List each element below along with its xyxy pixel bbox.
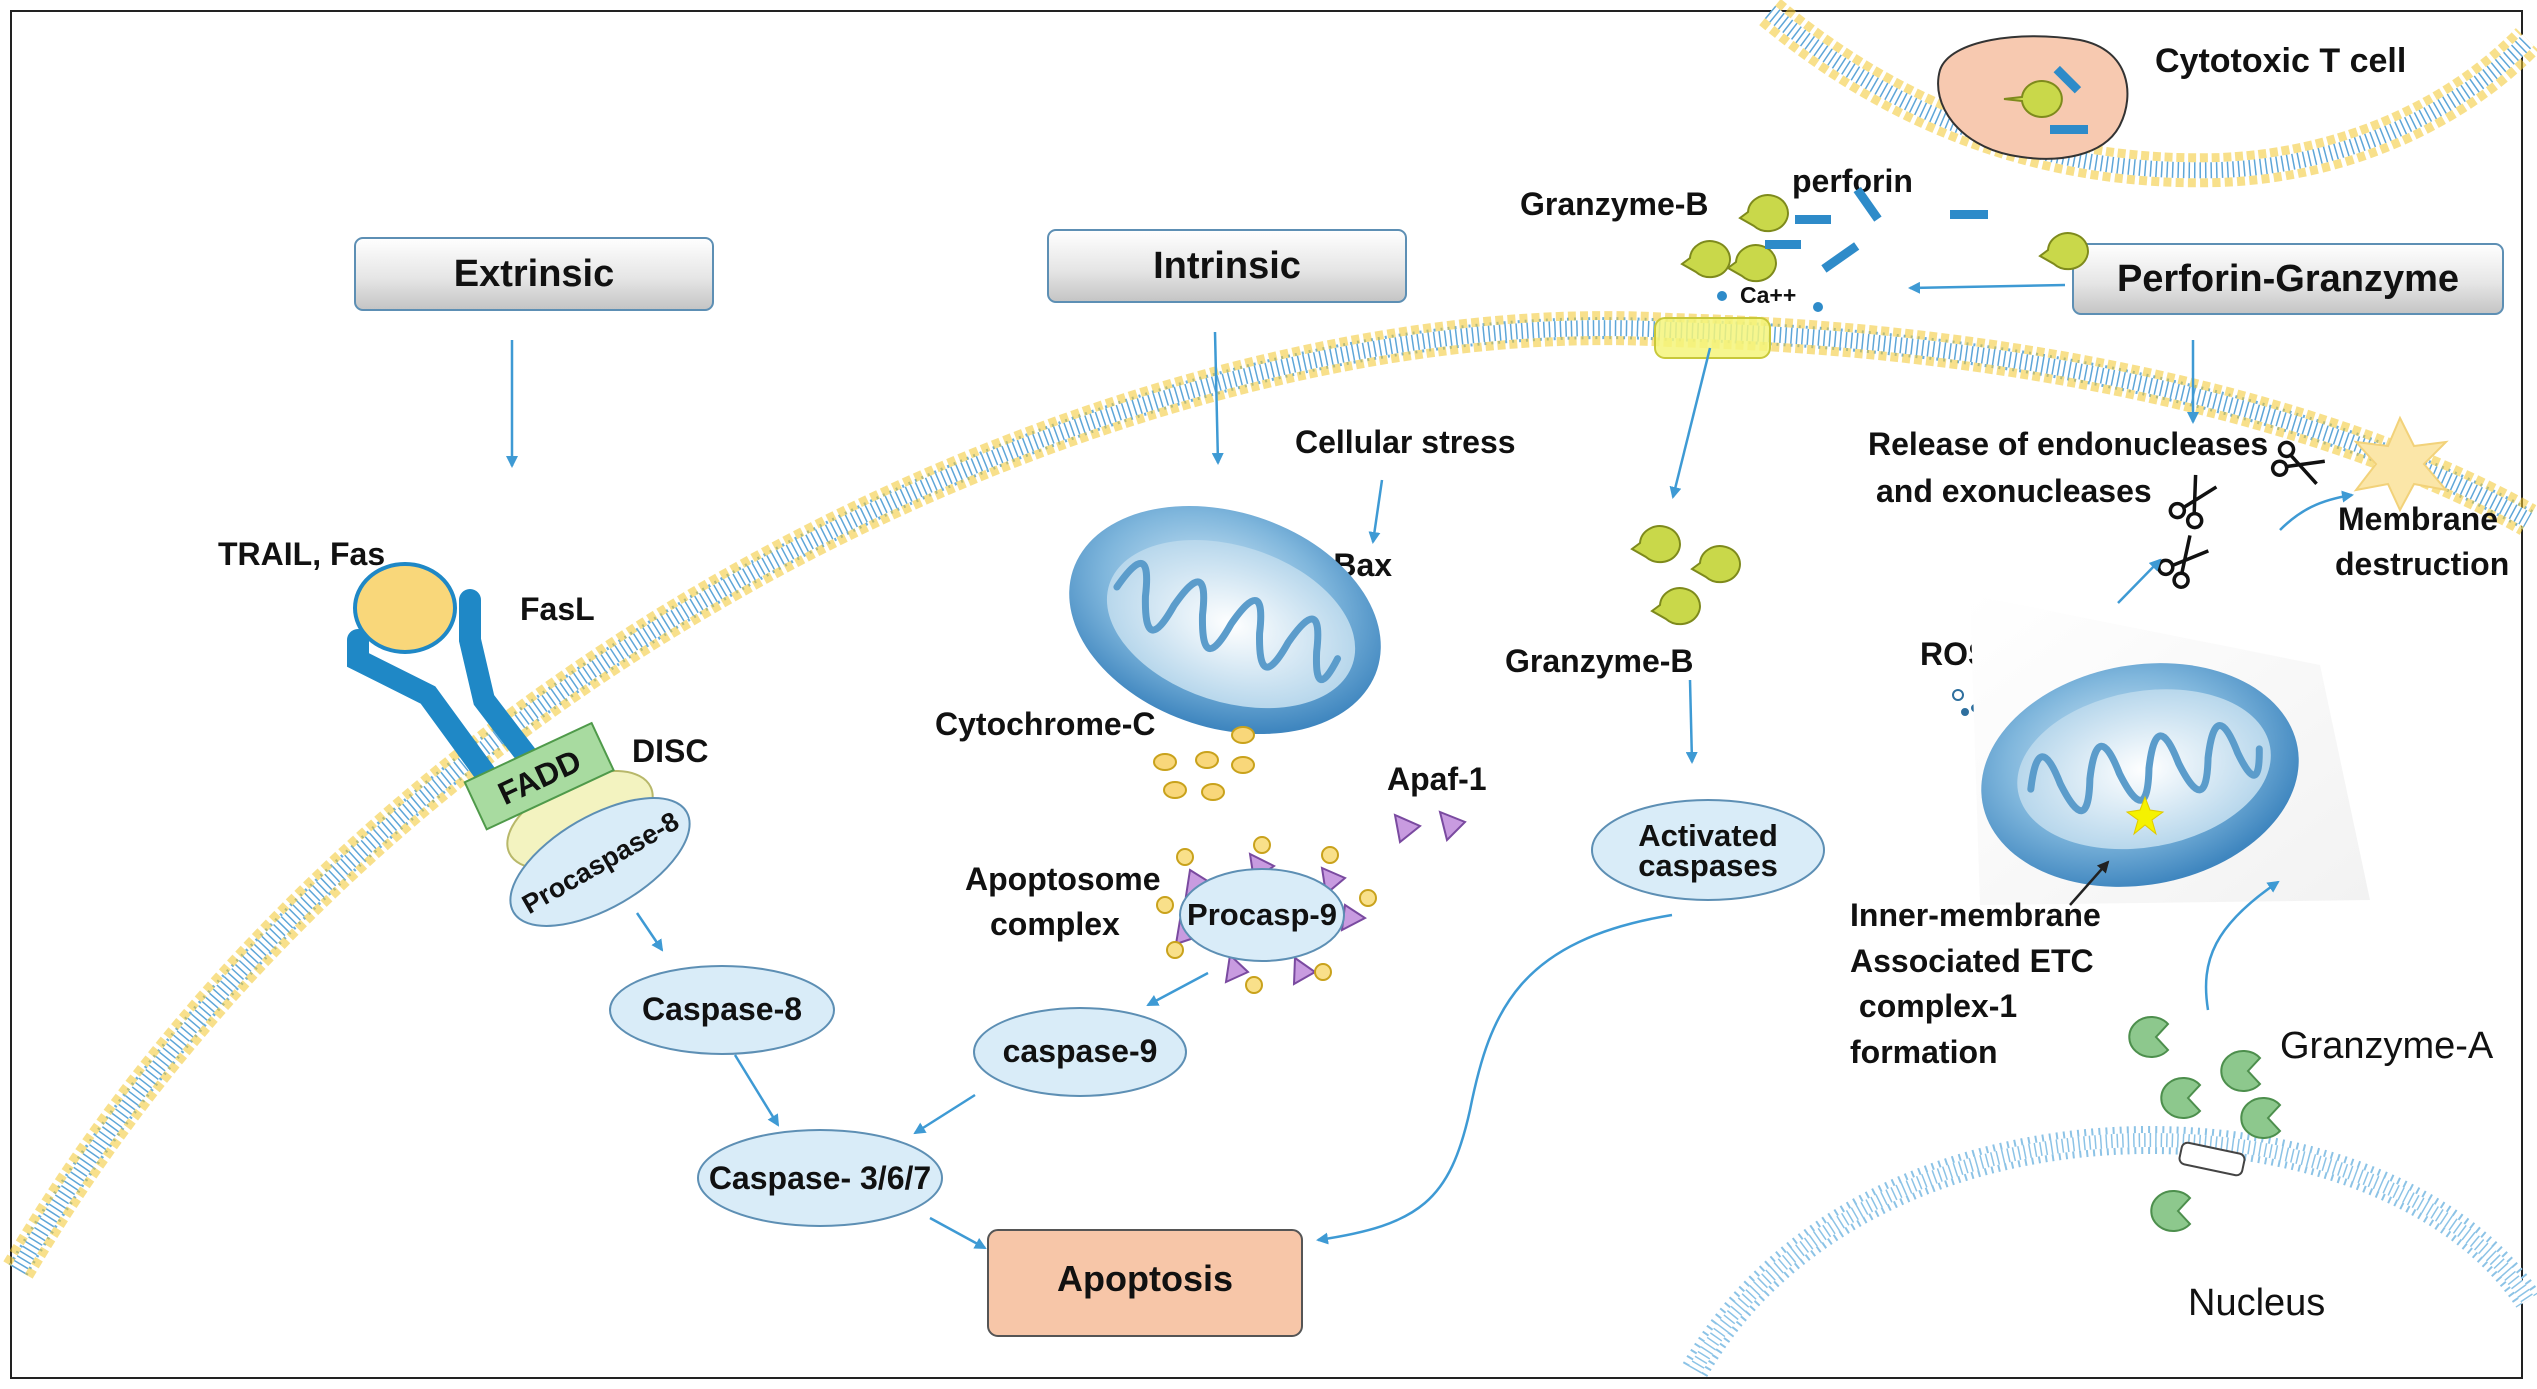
caspase367-ellipse [697, 1129, 943, 1227]
t-cell-body [1937, 35, 2129, 160]
arrow-activated-to-apoptosis [1316, 913, 1673, 1245]
caspase9-ellipse [973, 1007, 1187, 1097]
perforin-granzyme-header-box [2072, 243, 2504, 315]
cytochrome-c-label: Cytochrome-C [935, 706, 1155, 742]
apoptosis-box [987, 1229, 1303, 1337]
arrow-etc-black [2069, 860, 2110, 906]
granzyme-a-cluster [2128, 1016, 2282, 1232]
apoptosis-label: Apoptosis [1057, 1258, 1233, 1299]
arrows [506, 281, 2354, 1250]
intrinsic-header: Intrinsic [1153, 245, 1301, 287]
disc-label: DISC [632, 733, 708, 769]
cell-membrane [3, 311, 2537, 1279]
perforin-pore [1654, 317, 1771, 359]
ligand [353, 562, 457, 654]
arrow-procasp9-to-casp9 [1146, 971, 1209, 1007]
granzyme-b-cluster-top [1680, 194, 2089, 283]
mitochondrion-intrinsic [1069, 506, 1381, 734]
trail-fas-label: TRAIL, Fas [218, 536, 385, 572]
membrane-destruction-label-2: destruction [2335, 546, 2509, 582]
activated-label-2: caspases [1638, 848, 1778, 883]
membrane-destruction-label-1: Membrane [2338, 501, 2498, 537]
nuclear-pore [2178, 1141, 2246, 1177]
intrinsic-header-box [1047, 229, 1407, 303]
release-label-2: and exonucleases [1876, 473, 2152, 509]
etc-label-4: formation [1850, 1034, 1998, 1070]
caspase9-label: caspase-9 [1003, 1033, 1158, 1069]
arrow-header-to-pore [1908, 281, 2066, 294]
arrow-casp9-to-casp367 [913, 1093, 976, 1135]
perforin-granzyme-header: Perforin-Granzyme [2117, 258, 2459, 300]
arrow-casp367-to-apoptosis [929, 1216, 987, 1250]
etc-label-1: Inner-membrane [1850, 897, 2101, 933]
caspase8-label: Caspase-8 [642, 991, 802, 1027]
arrow-casp8-to-casp367 [733, 1054, 780, 1127]
arrow-procasp8-to-casp8 [635, 912, 664, 952]
granzyme-b-top-label: Granzyme-B [1520, 186, 1709, 222]
nucleus-membrane [1682, 1125, 2537, 1377]
granzyme-b-mid-label: Granzyme-B [1505, 643, 1694, 679]
etc-star-icon [2125, 795, 2165, 836]
nucleus-label: Nucleus [2188, 1282, 2325, 1324]
scissors-icon [2157, 440, 2326, 589]
etc-label-3: complex-1 [1850, 988, 2017, 1024]
mitochondrion-granzyme [1981, 663, 2299, 887]
cytotoxic-t-cell-label: Cytotoxic T cell [2155, 42, 2406, 80]
arrow-granzyme-to-activated [1685, 679, 1698, 764]
caspase367-label: Caspase- 3/6/7 [709, 1160, 931, 1196]
burst-icon [2353, 415, 2449, 513]
activated-label-1: Activated [1638, 818, 1778, 853]
ca-dot-2 [1813, 302, 1823, 312]
extrinsic-header-box [354, 237, 714, 311]
apaf1-triangles [1393, 810, 1467, 844]
arrow-to-membrane [2279, 490, 2354, 531]
caspase8-ellipse [609, 965, 835, 1055]
t-cell-membrane [1759, 0, 2537, 188]
perforin-label: perforin [1792, 163, 1913, 199]
cytochrome-c-dots [1153, 726, 1255, 801]
arrow-granzyme-a-to-mito [2204, 880, 2280, 1011]
apoptosome-label-1: Apoptosome [965, 861, 1161, 897]
apaf1-label: Apaf-1 [1387, 761, 1487, 797]
activated-caspases-ellipse [1591, 799, 1825, 901]
arrow-cellular-stress-to-bid [1368, 479, 1384, 544]
granzyme-b-cluster-mid [1630, 525, 1741, 626]
release-label-1: Release of endonucleases [1868, 426, 2268, 462]
cellular-stress-label: Cellular stress [1295, 424, 1516, 460]
procasp9-ellipse [1179, 868, 1345, 962]
arrow-pore-to-granzyme [1669, 347, 1712, 499]
ca-label: Ca++ [1740, 282, 1796, 308]
etc-label-2: Associated ETC [1850, 943, 2094, 979]
ca-dot-1 [1717, 291, 1727, 301]
death-receptor [347, 562, 541, 791]
diagram-frame [10, 10, 2523, 1379]
granzyme-a-label: Granzyme-A [2280, 1025, 2494, 1067]
extrinsic-header: Extrinsic [454, 253, 615, 295]
arrow-ros-to-scissors [2117, 558, 2162, 604]
apoptosome-label-2: complex [990, 906, 1120, 942]
fasl-label: FasL [520, 591, 595, 627]
procasp9-label: Procasp-9 [1187, 897, 1337, 932]
arrow-intrinsic-down [1211, 331, 1224, 465]
perforin-bars [1765, 186, 1988, 273]
